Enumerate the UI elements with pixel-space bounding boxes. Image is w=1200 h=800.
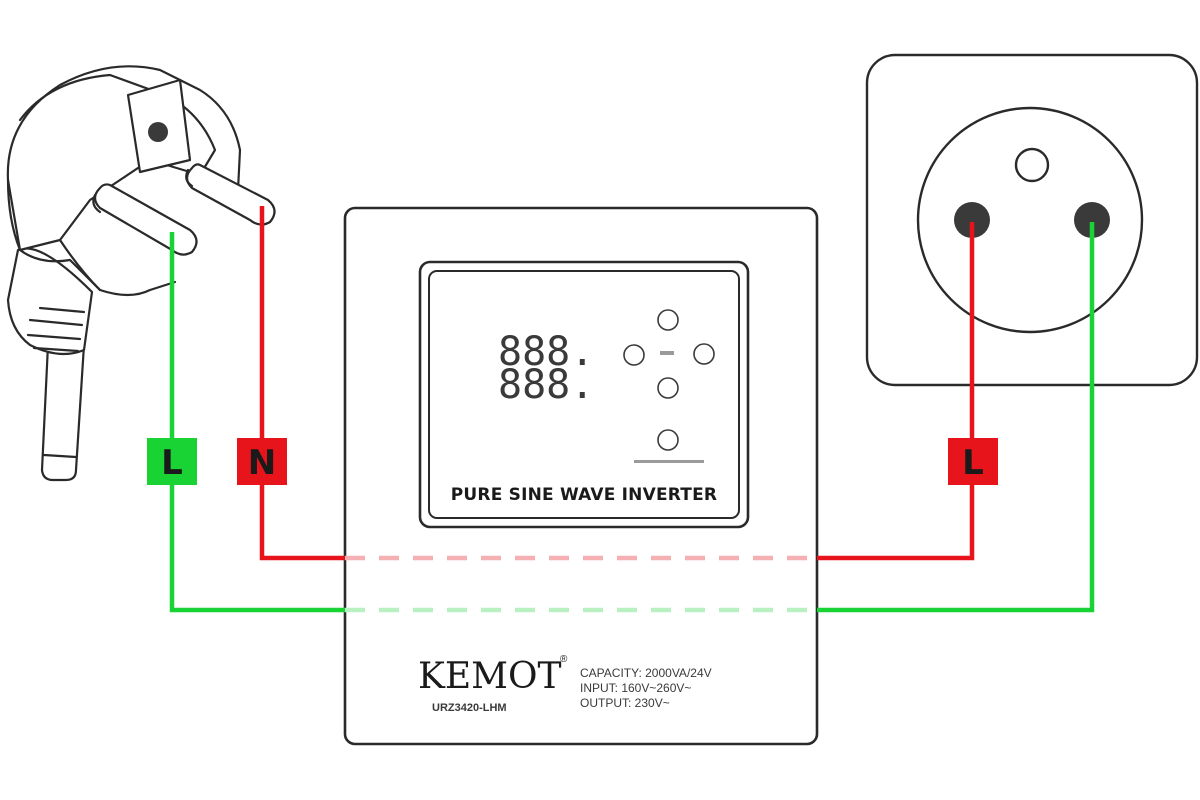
display-row-1: 888. bbox=[498, 329, 594, 375]
display-row-2: 888. bbox=[498, 362, 594, 408]
wires bbox=[169, 206, 1095, 613]
left-button-icon bbox=[623, 344, 645, 366]
panel-title: PURE SINE WAVE INVERTER bbox=[451, 485, 717, 505]
spec-capacity: CAPACITY: 2000VA/24V bbox=[580, 666, 712, 680]
brand-logo: KEMOT bbox=[418, 656, 562, 697]
inverter-icon bbox=[343, 206, 819, 746]
right-button-icon bbox=[693, 343, 715, 365]
power-button-icon bbox=[657, 429, 679, 451]
spec-input: INPUT: 160V~260V~ bbox=[580, 681, 691, 695]
wire-live-output bbox=[817, 222, 975, 561]
spec-output: OUTPUT: 230V~ bbox=[580, 696, 670, 710]
label-plug-n: N bbox=[237, 438, 287, 485]
brand-registered-mark: ® bbox=[560, 654, 568, 665]
wire-live-input bbox=[259, 206, 345, 561]
up-button-icon bbox=[657, 309, 679, 331]
label-plug-n-text: N bbox=[248, 443, 276, 483]
wall-socket-icon bbox=[865, 53, 1199, 387]
wire-earth-output bbox=[817, 222, 1095, 613]
label-socket-l-text: L bbox=[962, 443, 984, 483]
down-button-icon bbox=[657, 377, 679, 399]
wire-earth-input bbox=[169, 232, 345, 613]
label-plug-l: L bbox=[147, 438, 197, 485]
model-number: URZ3420-LHM bbox=[432, 702, 507, 714]
plug-icon bbox=[6, 65, 276, 482]
label-socket-l: L bbox=[948, 438, 998, 485]
label-plug-l-text: L bbox=[161, 443, 183, 483]
